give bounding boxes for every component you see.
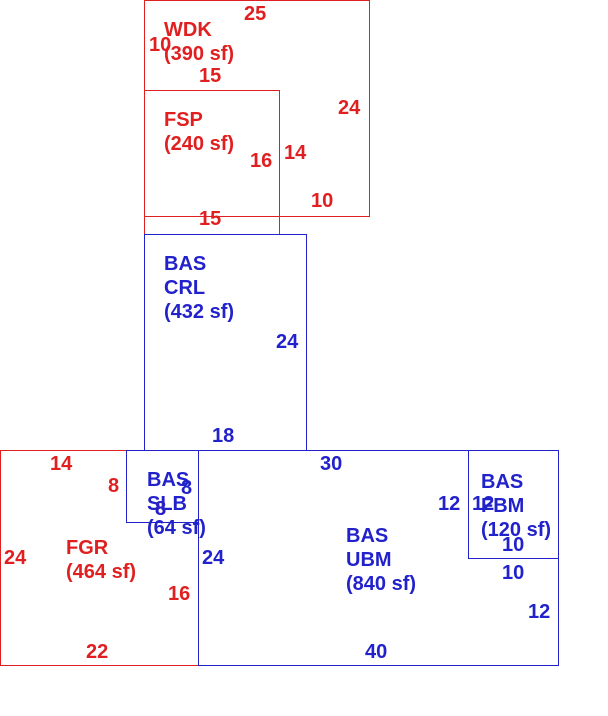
dim-fgr-left: 24 — [4, 547, 27, 569]
dim-wdk-right: 24 — [338, 97, 361, 119]
dim-wdk-left: 10 — [149, 34, 172, 56]
dim-wdk-lower: 10 — [311, 190, 334, 212]
dim-fgr-top: 14 — [50, 453, 73, 475]
dim-wdk-bottom: 15 — [199, 65, 222, 87]
dim-fbm-left2: 12 — [472, 493, 495, 515]
fsp-label: FSP(240 sf) — [164, 109, 235, 155]
dim-slb-bottom: 8 — [155, 498, 167, 520]
bas-fbm-outline — [468, 450, 559, 559]
dim-crl-bottom: 18 — [212, 425, 235, 447]
dim-ubm-right: 12 — [528, 601, 551, 623]
dim-fgr-right: 16 — [168, 583, 191, 605]
dim-fgr-notch-bottom: 8 — [155, 498, 167, 520]
dim-fbm-bottom2: 10 — [502, 562, 525, 584]
dim-slb-right: 8 — [181, 477, 193, 499]
dim-fgr-bottom: 22 — [86, 641, 109, 663]
dim-fsp-right-outer: 14 — [284, 142, 307, 164]
wdk-label: WDK(390 sf) — [164, 19, 235, 65]
dim-crl-right: 24 — [276, 331, 299, 353]
dim-fgr-notch-top: 8 — [108, 475, 120, 497]
dim-fbm-left: 12 — [438, 493, 461, 515]
dim-fbm-bottom: 10 — [502, 534, 525, 556]
dim-ubm-top: 30 — [320, 453, 343, 475]
dim-fsp-bottom: 15 — [199, 208, 222, 230]
dim-wdk-top: 25 — [244, 3, 267, 25]
dim-ubm-bottom: 40 — [365, 641, 388, 663]
dim-fsp-right: 16 — [250, 150, 273, 172]
dim-ubm-left: 24 — [202, 547, 225, 569]
fgr-label: FGR(464 sf) — [66, 537, 137, 583]
